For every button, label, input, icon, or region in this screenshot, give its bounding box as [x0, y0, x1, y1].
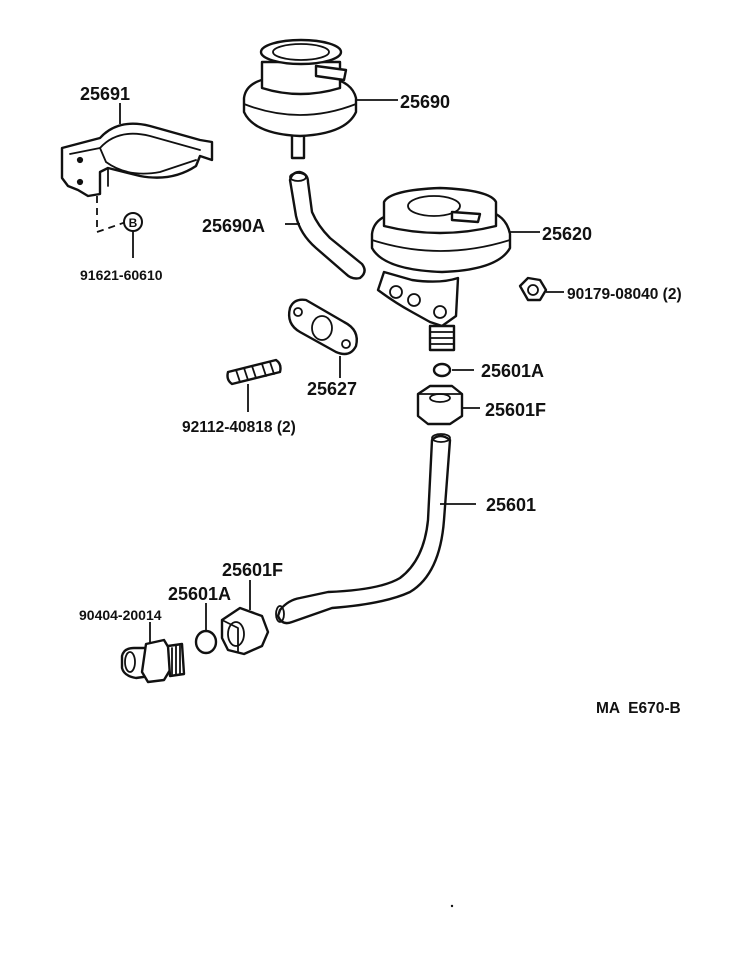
label-25601F-upper: 25601F: [485, 400, 546, 420]
label-25690: 25690: [400, 92, 450, 112]
label-90179-08040: 90179-08040 (2): [567, 286, 682, 303]
ferrule-25601A-upper: [432, 362, 452, 378]
label-25690A: 25690A: [202, 216, 265, 236]
label-25601A-upper: 25601A: [481, 361, 544, 381]
label-25601F-lower: 25601F: [222, 560, 283, 580]
union-90404: [120, 638, 186, 684]
ferrule-25601A-lower: [194, 629, 218, 655]
label-90404-20014: 90404-20014: [79, 607, 162, 623]
label-25627: 25627: [307, 379, 357, 399]
nut-25601F-lower: [220, 606, 270, 656]
hose-25690A: [288, 170, 366, 280]
nut-25601F-upper: [416, 384, 464, 426]
stud-92112: [226, 358, 282, 386]
label-92112-40818: 92112-40818 (2): [182, 419, 296, 436]
circle-b-marker: B: [123, 212, 143, 232]
label-25620: 25620: [542, 224, 592, 244]
nut-90179: [518, 276, 548, 302]
label-25601A-lower: 25601A: [168, 584, 231, 604]
bracket-25691: [60, 122, 214, 198]
circle-b-letter: B: [129, 216, 138, 230]
speck-dot: [450, 904, 454, 908]
label-25601: 25601: [486, 495, 536, 515]
diagram-code: MA E670-B: [596, 700, 681, 717]
label-25691: 25691: [80, 84, 130, 104]
egr-valve-25620: [370, 186, 512, 352]
label-91621-60610: 91621-60610: [80, 267, 163, 283]
gasket-25627: [287, 298, 358, 356]
leader-91621-b: [96, 221, 127, 233]
pipe-25601: [275, 433, 452, 625]
vacuum-valve-25690: [242, 38, 358, 160]
